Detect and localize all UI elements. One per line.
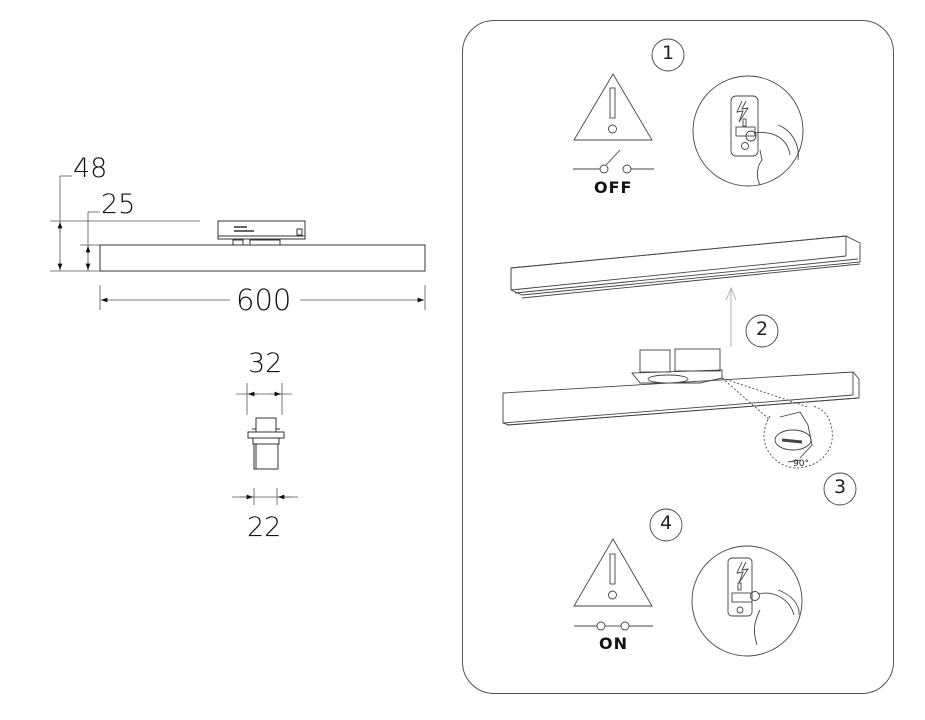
switch-off-icon: [573, 149, 654, 174]
breaker-hand-icon-step4: [691, 545, 803, 657]
dimension-body-height: 25: [101, 189, 136, 220]
step-3-number: 3: [833, 476, 847, 498]
side-view-dimensions: [50, 175, 426, 310]
side-view-luminaire: [99, 220, 426, 272]
switch-off-label: OFF: [594, 178, 633, 197]
dimension-total-height: 48: [73, 153, 108, 184]
end-view-luminaire: [247, 417, 285, 470]
dimension-adapter-width: 32: [248, 348, 283, 379]
step-4-badge: [649, 508, 683, 542]
step-3-badge: [823, 472, 857, 506]
warning-triangle-icon-step4: [573, 538, 653, 607]
rotate-adapter-detail: [721, 377, 833, 469]
switch-on-label: ON: [599, 634, 628, 653]
dimension-length: 600: [236, 283, 292, 317]
step-4-number: 4: [659, 512, 673, 534]
breaker-hand-icon: [692, 75, 804, 187]
step-2-number: 2: [755, 318, 769, 340]
rotation-angle-label: 90°: [793, 459, 809, 469]
step-2-badge: [745, 314, 779, 348]
step-1-badge: [651, 38, 685, 72]
luminaire-with-adapter: [502, 348, 860, 426]
warning-triangle-icon: [573, 73, 653, 141]
track-rail: [510, 235, 861, 299]
switch-on-icon: [574, 621, 653, 631]
step-1-number: 1: [661, 42, 675, 64]
dimension-body-width: 22: [247, 512, 282, 543]
arrow-up-icon: [725, 286, 737, 347]
end-view-dimensions: [232, 383, 298, 505]
instructions-panel: [462, 20, 894, 694]
